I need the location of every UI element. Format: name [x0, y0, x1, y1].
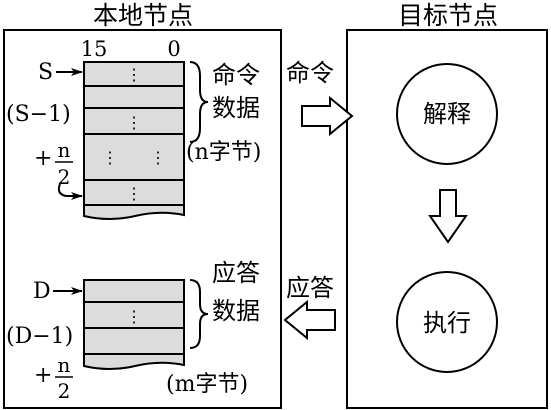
reply-arrow-label: 应答	[286, 274, 334, 302]
half-n-plus: +	[34, 146, 52, 171]
interpret-step-circle	[396, 63, 498, 165]
command-memory-block: ⋮ ⋮ ⋮ ⋮ ⋮	[83, 61, 185, 220]
pointer-s-label: S	[38, 60, 53, 85]
data-brace-label: 数据	[212, 94, 260, 122]
execute-step-label: 执行	[423, 309, 471, 337]
command-data-brace	[189, 61, 209, 143]
command-transfer-arrow	[301, 95, 354, 137]
reply-data-brace-label: 数据	[212, 297, 260, 325]
ellipsis-vertical: ⋮	[126, 184, 142, 203]
half-n-denominator: 2	[58, 165, 71, 189]
target-node-box	[346, 29, 548, 409]
pointer-s-minus-1-label: (S−1)	[6, 102, 71, 127]
ellipsis-vertical: ⋮	[126, 65, 142, 84]
ellipsis-vertical: ⋮	[102, 148, 118, 167]
reply-memory-block: ⋮	[83, 279, 185, 370]
half-n-numerator: n	[58, 353, 71, 377]
execute-step-circle	[396, 271, 498, 373]
pointer-n2-arrow	[57, 183, 83, 200]
ellipsis-vertical: ⋮	[126, 307, 142, 326]
reply-brace-label: 应答	[212, 259, 260, 287]
reply-data-brace	[189, 279, 209, 349]
local-node-title: 本地节点	[93, 1, 193, 30]
m-bytes-label: (m字节)	[166, 372, 248, 397]
bit-0-label: 0	[167, 37, 180, 61]
n-bytes-label: (n字节)	[186, 140, 261, 165]
half-n-numerator: n	[58, 138, 71, 162]
ellipsis-vertical: ⋮	[126, 113, 142, 132]
bit-15-label: 15	[81, 37, 108, 61]
command-brace-label: 命令	[212, 61, 260, 89]
half-n-denominator: 2	[58, 379, 71, 403]
pointer-d-minus-1-label: (D−1)	[6, 324, 73, 349]
reply-transfer-arrow	[283, 299, 336, 341]
local-node-box	[3, 29, 282, 409]
target-node-title: 目标节点	[398, 1, 498, 30]
interpret-step-label: 解释	[423, 100, 471, 128]
pointer-d-label: D	[33, 279, 51, 304]
ellipsis-vertical: ⋮	[150, 148, 166, 167]
half-n-plus: +	[34, 363, 52, 388]
command-arrow-label: 命令	[286, 59, 334, 87]
process-down-arrow	[428, 189, 468, 244]
